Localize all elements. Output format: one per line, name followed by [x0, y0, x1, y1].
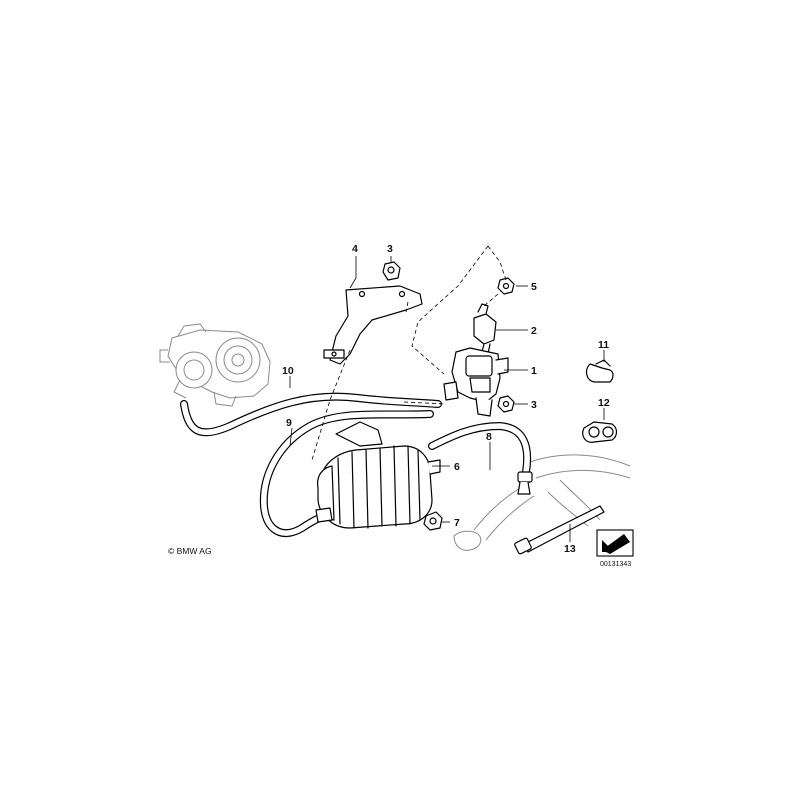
callout-4: 4	[352, 243, 358, 255]
callout-10: 10	[282, 365, 294, 377]
vacuum-reservoir-icon	[315, 421, 441, 529]
arrow-tag-icon	[596, 529, 634, 557]
cable-tie-icon	[514, 505, 605, 555]
callout-11: 11	[598, 339, 609, 351]
hose-10	[180, 392, 442, 437]
callout-2: 2	[531, 325, 537, 337]
intake-pipe-ghost	[453, 454, 631, 551]
callout-3-upper: 3	[387, 243, 393, 255]
callout-6: 6	[454, 461, 460, 473]
nut-upper	[382, 261, 401, 281]
hose-connector-8	[517, 471, 533, 495]
callout-3-lower: 3	[531, 399, 537, 411]
clip-12	[582, 421, 618, 443]
hose-8	[428, 422, 532, 476]
grommet	[423, 511, 443, 531]
callout-9: 9	[286, 417, 292, 429]
reference-number: 00131343	[600, 561, 631, 568]
callout-12: 12	[598, 397, 610, 409]
hose-9	[259, 410, 434, 537]
turbocharger-icon	[159, 323, 271, 407]
copyright-text: © BMW AG	[168, 546, 212, 556]
callout-8: 8	[486, 431, 492, 443]
callout-7: 7	[454, 517, 460, 529]
nut-5	[497, 277, 515, 295]
callout-5: 5	[531, 281, 537, 293]
callout-13: 13	[564, 543, 576, 555]
callout-1: 1	[531, 365, 537, 377]
nut-lower	[497, 395, 515, 413]
filter	[473, 303, 497, 355]
bracket	[323, 285, 423, 365]
clip-11	[585, 359, 614, 383]
pressure-converter-icon	[443, 347, 509, 417]
